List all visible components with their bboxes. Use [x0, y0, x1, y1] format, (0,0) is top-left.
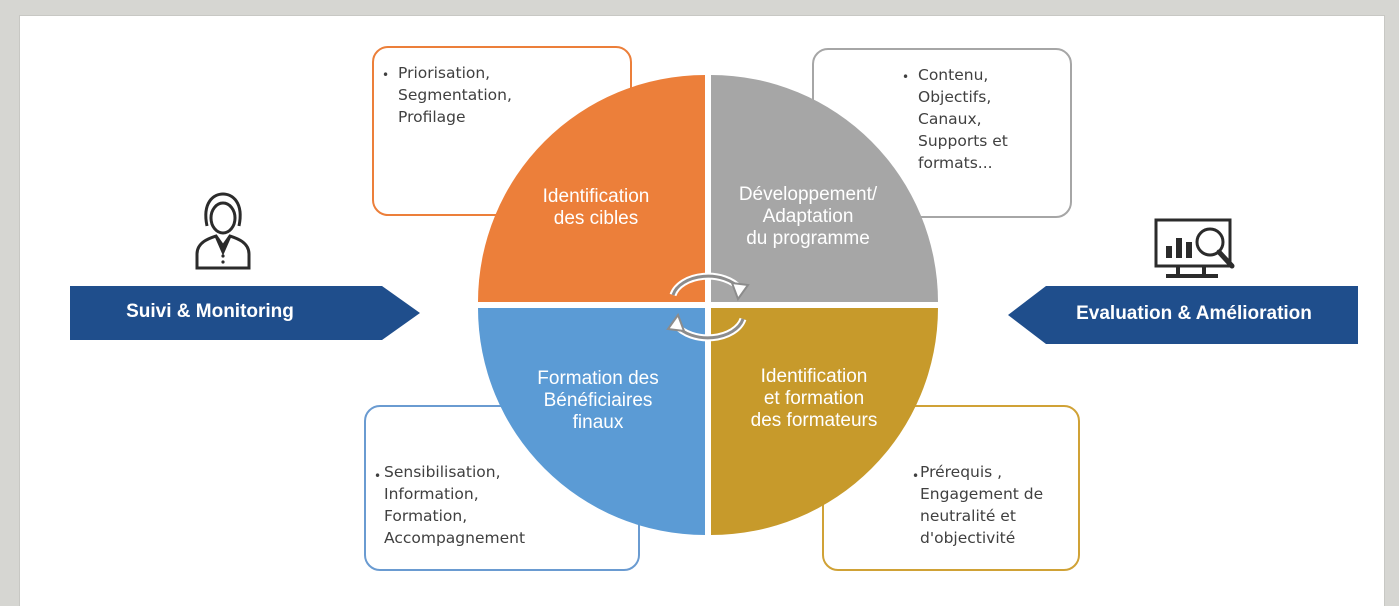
- bullet-icon: •: [902, 70, 910, 84]
- quadrant-label-top-right: Développement/ Adaptation du programme: [738, 184, 878, 249]
- cycle-circle: [478, 75, 938, 535]
- quadrant-bottom-right: [711, 308, 938, 535]
- quadrant-label-top-left: Identification des cibles: [542, 186, 650, 229]
- quadrant-bottom-left: [478, 308, 705, 535]
- note-top-left-text: Priorisation, Segmentation, Profilage: [398, 64, 512, 126]
- note-bottom-left-text: Sensibilisation, Information, Formation,…: [384, 463, 526, 547]
- left-banner-arrow: [70, 286, 420, 340]
- chart-magnifier-icon: [1154, 218, 1235, 278]
- bullet-icon: •: [382, 68, 390, 82]
- left-banner-label: Suivi & Monitoring: [126, 301, 294, 322]
- quadrant-top-right: [711, 75, 938, 302]
- note-top-right-text: Contenu, Objectifs, Canaux, Supports et …: [918, 66, 1008, 172]
- person-icon: [195, 192, 251, 270]
- right-banner-label: Evaluation & Amélioration: [1076, 303, 1312, 324]
- arrowhead-bottom: [666, 312, 686, 333]
- arrowhead-top: [730, 281, 750, 302]
- quadrant-label-bottom-left: Formation des Bénéficiaires finaux: [537, 368, 659, 433]
- quadrant-label-bottom-right: Identification et formation des formateu…: [750, 366, 878, 431]
- bullet-icon: •: [912, 469, 920, 483]
- note-bottom-right-text: Prérequis , Engagement de neutralité et …: [920, 463, 1044, 547]
- bullet-icon: •: [374, 469, 382, 483]
- right-banner-arrow: [1008, 286, 1358, 344]
- quadrant-top-left: [478, 75, 705, 302]
